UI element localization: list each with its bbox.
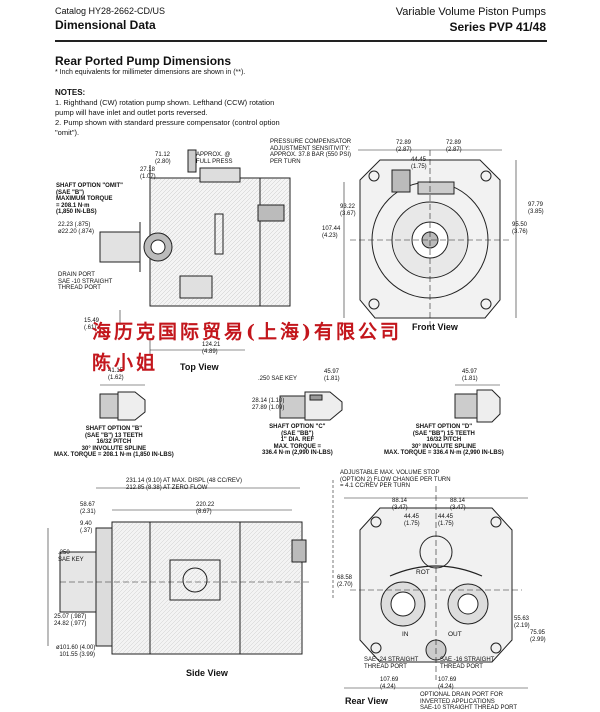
shaft-c-dim-28-14: 28.14 (1.10) 27.89 (1.09) bbox=[252, 398, 285, 411]
shaft-option-d-label: SHAFT OPTION "D" (SAE "BB") 15 TEETH 16/… bbox=[384, 424, 504, 456]
watermark-contact: 陈小姐 bbox=[92, 352, 159, 374]
dim-72-89-left: 72.89 (2.87) bbox=[396, 140, 412, 153]
side-sae-key-label: .250 SAE KEY bbox=[58, 550, 84, 563]
dim-68-58: 68.58 (2.70) bbox=[337, 575, 353, 588]
dim-107-69-left: 107.69 (4.24) bbox=[380, 677, 399, 690]
drain-port-label: DRAIN PORT SAE -10 STRAIGHT THREAD PORT bbox=[58, 272, 113, 291]
shaft-option-b-label: SHAFT OPTION "B" (SAE "B") 13 TEETH 16/3… bbox=[54, 426, 174, 458]
adjustable-stop-label: ADJUSTABLE MAX. VOLUME STOP (OPTION 2) F… bbox=[340, 470, 451, 489]
product-name: Variable Volume Piston Pumps bbox=[395, 6, 546, 18]
notes-heading: NOTES: bbox=[55, 88, 86, 97]
front-view-drawing bbox=[343, 149, 517, 330]
note-2: 2. Pump shown with standard pressure com… bbox=[55, 118, 280, 137]
side-view-drawing bbox=[47, 487, 310, 655]
dim-44-45-left: 44.45 (1.75) bbox=[404, 514, 420, 527]
top-view-caption: Top View bbox=[180, 362, 219, 372]
dim-124-21: 124.21 (4.89) bbox=[202, 342, 221, 355]
note-1: 1. Righthand (CW) rotation pump shown. L… bbox=[55, 98, 275, 117]
rear-view-caption: Rear View bbox=[345, 696, 388, 706]
dim-41-15: 41.15 (1.62) bbox=[108, 368, 124, 381]
sae-16-port-label: SAE -16 STRAIGHT THREAD PORT bbox=[440, 657, 495, 670]
page-header-right: Variable Volume Piston Pumps Series PVP … bbox=[396, 6, 546, 34]
series-name: Series PVP 41/48 bbox=[449, 20, 546, 34]
inlet-label: IN bbox=[402, 631, 409, 638]
dim-58-67: 58.67 (2.31) bbox=[80, 502, 96, 515]
dim-107-44: 107.44 (4.23) bbox=[322, 226, 341, 239]
rear-view-drawing bbox=[332, 480, 528, 689]
page-title: Rear Ported Pump Dimensions bbox=[55, 54, 232, 68]
inch-note: * Inch equivalents for millimeter dimens… bbox=[55, 69, 246, 76]
dim-75-95: 75.95 (2.99) bbox=[530, 630, 546, 643]
dim-9-40: 9.40 (.37) bbox=[80, 521, 93, 534]
dim-15-49: 15.49 (.61) bbox=[84, 318, 100, 331]
front-view-caption: Front View bbox=[412, 322, 458, 332]
shaft-c-dim-45-97: 45.97 (1.81) bbox=[324, 369, 340, 382]
dim-88-14-right: 88.14 (3.47) bbox=[450, 498, 466, 511]
dim-220-22: 220.22 (8.67) bbox=[196, 502, 215, 515]
dim-97-79: 97.79 (3.85) bbox=[528, 202, 544, 215]
optional-drain-label: OPTIONAL DRAIN PORT FOR INVERTED APPLICA… bbox=[420, 692, 518, 711]
dim-55-63: 55.63 (2.19) bbox=[514, 616, 530, 629]
dim-25-07: 25.07 (.987) 24.82 (.977) bbox=[54, 614, 87, 627]
dim-27-18: 27.18 (1.07) bbox=[140, 167, 156, 180]
dim-95-50: 95.50 (3.76) bbox=[512, 222, 528, 235]
approx-full-press-label: APPROX. @ FULL PRESS bbox=[196, 152, 233, 165]
dim-22-23: 22.23 (.875) ø22.20 (.874) bbox=[58, 222, 95, 235]
dim-71-12: 71.12 (2.80) bbox=[155, 152, 171, 165]
pressure-compensator-label: PRESSURE COMPENSATOR ADJUSTMENT SENSITIV… bbox=[270, 139, 352, 165]
dim-231-14: 231.14 (9.10) AT MAX. DISPL (48 CC/REV) … bbox=[126, 478, 242, 491]
shaft-d-dim-45-97: 45.97 (1.81) bbox=[462, 369, 478, 382]
outlet-label: OUT bbox=[448, 631, 462, 638]
shaft-option-c-label: SHAFT OPTION "C" (SAE "BB") 1" DIA. REF … bbox=[262, 424, 333, 456]
sae-key-label: .250 SAE KEY bbox=[258, 376, 298, 382]
top-view-drawing bbox=[99, 149, 291, 355]
shaft-option-omit-label: SHAFT OPTION "OMIT" (SAE "B") MAXIMUM TO… bbox=[56, 183, 124, 215]
dim-93-22: 93.22 (3.67) bbox=[340, 204, 356, 217]
sae-24-port-label: SAE -24 STRAIGHT THREAD PORT bbox=[364, 657, 419, 670]
dim-107-69-right: 107.69 (4.24) bbox=[438, 677, 457, 690]
header-rule bbox=[55, 40, 547, 42]
notes-list: 1. Righthand (CW) rotation pump shown. L… bbox=[55, 98, 285, 138]
dim-88-14-left: 88.14 (3.47) bbox=[392, 498, 408, 511]
catalog-number: Catalog HY28-2662-CD/US bbox=[55, 6, 166, 16]
dim-72-89-right: 72.89 (2.87) bbox=[446, 140, 462, 153]
section-title: Dimensional Data bbox=[55, 18, 156, 32]
rot-label: ROT bbox=[416, 569, 430, 576]
page-header-left: Catalog HY28-2662-CD/US Dimensional Data bbox=[55, 6, 165, 32]
dim-44-45-right: 44.45 (1.75) bbox=[438, 514, 454, 527]
dim-101-60: ø101.60 (4.00) 101.55 (3.99) bbox=[56, 645, 96, 658]
watermark-company: 海历克国际贸易(上海)有限公司 bbox=[92, 321, 402, 343]
side-view-caption: Side View bbox=[186, 668, 228, 678]
dim-44-45: 44.45 (1.75) bbox=[411, 157, 427, 170]
shaft-drawings bbox=[99, 384, 501, 423]
